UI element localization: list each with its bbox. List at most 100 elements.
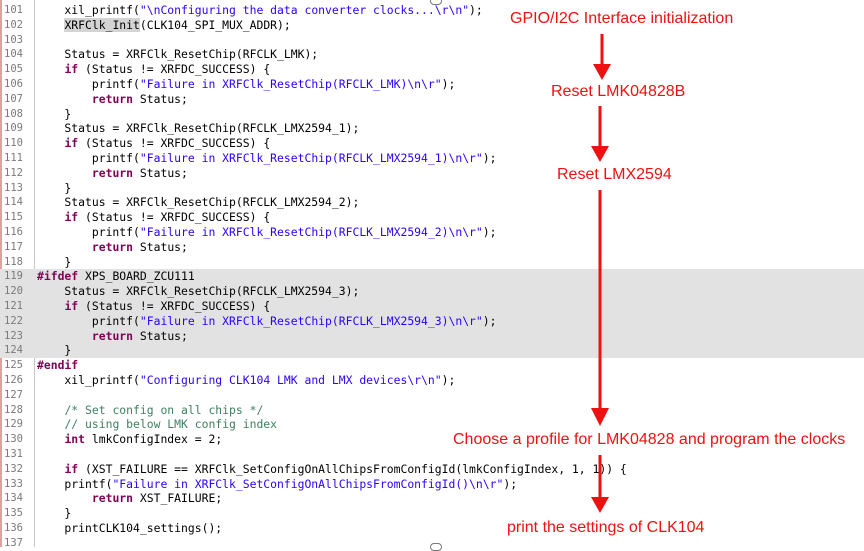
code-line[interactable]: 119#ifdef XPS_BOARD_ZCU111	[0, 269, 864, 285]
code-line[interactable]: 130 int lmkConfigIndex = 2;	[0, 432, 864, 447]
comment-token: // using below LMK config index	[64, 417, 278, 432]
code-token: (Status != XRFDC_SUCCESS) {	[78, 298, 271, 313]
code-line[interactable]: 104 Status = XRFClk_ResetChip(RFCLK_LMK)…	[0, 47, 864, 62]
top-resize-handle[interactable]	[430, 0, 442, 5]
code-token: );	[482, 313, 497, 328]
code-text[interactable]: return Status;	[37, 166, 188, 181]
code-text[interactable]: int lmkConfigIndex = 2;	[37, 432, 222, 447]
code-text[interactable]: if (XST_FAILURE == XRFClk_SetConfigOnAll…	[37, 462, 626, 477]
code-text[interactable]: printf("Failure in XRFClk_SetConfigOnAll…	[37, 477, 517, 492]
code-text[interactable]: /* Set config on all chips */	[37, 403, 263, 418]
code-token: xil_printf(	[37, 372, 140, 387]
code-line[interactable]: 131	[0, 447, 864, 462]
keyword-token: if	[64, 136, 79, 151]
code-line[interactable]: 126 xil_printf("Configuring CLK104 LMK a…	[0, 373, 864, 388]
code-line[interactable]: 110 if (Status != XRFDC_SUCCESS) {	[0, 136, 864, 151]
code-line[interactable]: 112 return Status;	[0, 166, 864, 181]
code-line[interactable]: 114 Status = XRFClk_ResetChip(RFCLK_LMX2…	[0, 195, 864, 210]
code-line[interactable]: 134 return XST_FAILURE;	[0, 491, 864, 506]
code-text[interactable]: #endif	[37, 358, 78, 373]
code-line[interactable]: 121 if (Status != XRFDC_SUCCESS) {	[0, 298, 864, 314]
code-token	[37, 18, 64, 32]
code-text[interactable]: Status = XRFClk_ResetChip(RFCLK_LMX2594_…	[37, 195, 359, 210]
code-token: printf(	[37, 476, 113, 491]
code-text[interactable]: }	[37, 107, 71, 122]
keyword-token: int	[64, 432, 86, 447]
code-line[interactable]: 125#endif	[0, 358, 864, 373]
code-token	[37, 417, 64, 431]
code-text[interactable]: return Status;	[37, 240, 188, 255]
code-text[interactable]: #ifdef XPS_BOARD_ZCU111	[37, 269, 195, 284]
code-line[interactable]: 111 printf("Failure in XRFClk_ResetChip(…	[0, 151, 864, 166]
code-line[interactable]: 105 if (Status != XRFDC_SUCCESS) {	[0, 62, 864, 77]
code-text[interactable]: XRFClk_Init(CLK104_SPI_MUX_ADDR);	[37, 17, 291, 33]
code-line[interactable]: 109 Status = XRFClk_ResetChip(RFCLK_LMX2…	[0, 121, 864, 136]
code-text[interactable]: }	[37, 506, 71, 521]
code-editor[interactable]: 101 xil_printf("\nConfiguring the data c…	[0, 3, 864, 550]
comment-token: /* Set config on all chips */	[64, 402, 264, 417]
code-text[interactable]: Status = XRFClk_ResetChip(RFCLK_LMK);	[37, 47, 318, 62]
code-text[interactable]: printf("Failure in XRFClk_ResetChip(RFCL…	[37, 224, 497, 240]
code-text[interactable]: xil_printf("Configuring CLK104 LMK and L…	[37, 373, 455, 388]
code-line[interactable]: 127	[0, 388, 864, 403]
line-number: 116	[4, 225, 23, 238]
code-text[interactable]: printf("Failure in XRFClk_ResetChip(RFCL…	[37, 151, 497, 166]
code-token: );	[441, 372, 456, 387]
arrow-to-reset-lmk	[593, 34, 611, 80]
code-token: XST_FAILURE;	[133, 491, 223, 506]
code-text[interactable]: Status = XRFClk_ResetChip(RFCLK_LMX2594_…	[37, 284, 359, 299]
code-line[interactable]: 129 // using below LMK config index	[0, 417, 864, 432]
code-line[interactable]: 102 XRFClk_Init(CLK104_SPI_MUX_ADDR);	[0, 17, 864, 33]
code-token: Status;	[133, 91, 188, 106]
code-text[interactable]: printf("Failure in XRFClk_ResetChip(RFCL…	[37, 77, 455, 92]
code-text[interactable]: if (Status != XRFDC_SUCCESS) {	[37, 299, 270, 314]
code-text[interactable]: Status = XRFClk_ResetChip(RFCLK_LMX2594_…	[37, 121, 359, 136]
code-line[interactable]: 120 Status = XRFClk_ResetChip(RFCLK_LMX2…	[0, 284, 864, 299]
code-line[interactable]: 115 if (Status != XRFDC_SUCCESS) {	[0, 210, 864, 225]
annotation-reset-lmx: Reset LMX2594	[557, 166, 672, 183]
code-line[interactable]: 108 }	[0, 107, 864, 122]
keyword-token: #ifdef	[37, 269, 79, 284]
code-line[interactable]: 106 printf("Failure in XRFClk_ResetChip(…	[0, 77, 864, 92]
code-text[interactable]: xil_printf("\nConfiguring the data conve…	[37, 3, 482, 18]
code-line[interactable]: 137	[0, 536, 864, 551]
code-token	[37, 462, 64, 476]
code-text[interactable]: if (Status != XRFDC_SUCCESS) {	[37, 62, 270, 77]
code-text[interactable]: if (Status != XRFDC_SUCCESS) {	[37, 136, 270, 151]
code-line[interactable]: 133 printf("Failure in XRFClk_SetConfigO…	[0, 477, 864, 492]
line-number: 104	[4, 48, 23, 61]
code-line[interactable]: 132 if (XST_FAILURE == XRFClk_SetConfigO…	[0, 462, 864, 477]
code-text[interactable]: }	[37, 255, 71, 270]
code-line[interactable]: 101 xil_printf("\nConfiguring the data c…	[0, 3, 864, 18]
code-text[interactable]: }	[37, 181, 71, 196]
code-text[interactable]: // using below LMK config index	[37, 417, 277, 432]
code-text[interactable]: return Status;	[37, 92, 188, 107]
code-line[interactable]: 135 }	[0, 506, 864, 521]
code-line[interactable]: 113 }	[0, 181, 864, 196]
line-number: 124	[4, 344, 23, 357]
code-line[interactable]: 122 printf("Failure in XRFClk_ResetChip(…	[0, 313, 864, 329]
code-line[interactable]: 124 }	[0, 343, 864, 359]
line-number: 134	[4, 492, 23, 505]
code-text[interactable]: if (Status != XRFDC_SUCCESS) {	[37, 210, 270, 225]
line-number: 110	[4, 137, 23, 150]
code-line[interactable]: 117 return Status;	[0, 240, 864, 255]
code-text[interactable]: printf("Failure in XRFClk_ResetChip(RFCL…	[37, 313, 497, 329]
code-text[interactable]: }	[37, 343, 71, 358]
code-token: lmkConfigIndex = 2;	[85, 432, 223, 447]
code-line[interactable]: 116 printf("Failure in XRFClk_ResetChip(…	[0, 225, 864, 240]
code-line[interactable]: 123 return Status;	[0, 328, 864, 344]
code-line[interactable]: 103	[0, 33, 864, 48]
code-line[interactable]: 136 printCLK104_settings();	[0, 521, 864, 536]
code-token	[37, 329, 92, 343]
code-text[interactable]: return Status;	[37, 329, 188, 344]
code-text[interactable]: printCLK104_settings();	[37, 521, 222, 536]
code-text[interactable]: return XST_FAILURE;	[37, 491, 222, 506]
code-line[interactable]: 128 /* Set config on all chips */	[0, 403, 864, 418]
code-line[interactable]: 118 }	[0, 255, 864, 270]
code-line[interactable]: 107 return Status;	[0, 92, 864, 107]
keyword-token: return	[91, 491, 134, 506]
line-number: 103	[4, 33, 23, 46]
code-token: printf(	[37, 224, 140, 239]
line-number: 129	[4, 418, 23, 431]
